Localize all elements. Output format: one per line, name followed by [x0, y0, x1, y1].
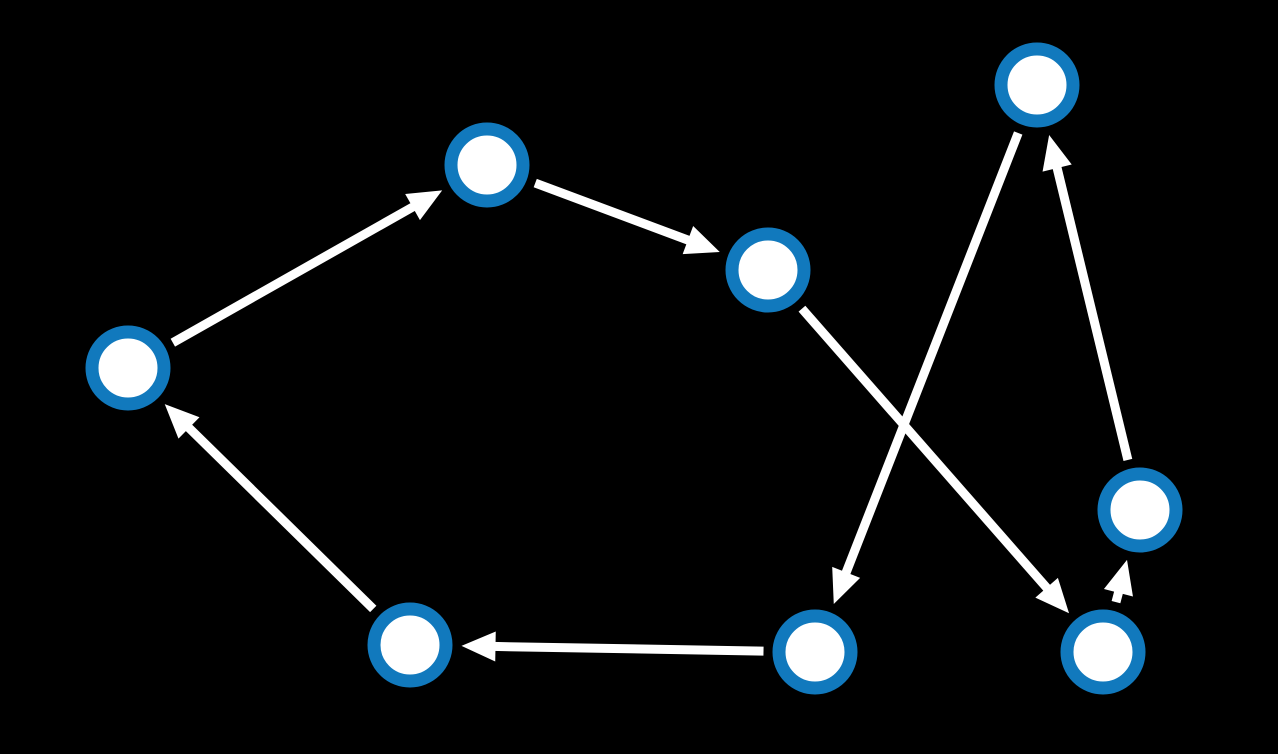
- edge-top-left-to-top-middle-arrowhead-icon: [682, 226, 720, 255]
- edge-bottom-middle-to-bottom-left-arrowhead-icon: [461, 631, 496, 662]
- edge-bottom-left-to-left: [183, 422, 377, 613]
- node-right[interactable]: [1097, 467, 1183, 553]
- edge-layer: [164, 131, 1133, 662]
- node-top-middle[interactable]: [725, 227, 811, 313]
- node-top-left[interactable]: [444, 122, 530, 208]
- edge-left-to-top-left-arrowhead-icon: [405, 190, 443, 221]
- edge-bottom-right-to-right-arrowhead-icon: [1103, 559, 1133, 597]
- node-bottom-right[interactable]: [1060, 609, 1146, 695]
- edge-top-middle-to-bottom-right: [798, 305, 1052, 593]
- edge-top-right-to-bottom-middle-arrowhead-icon: [832, 566, 861, 605]
- edge-bottom-left-to-left-arrowhead-icon: [164, 404, 200, 439]
- node-bottom-middle[interactable]: [772, 609, 858, 695]
- node-bottom-left[interactable]: [367, 602, 453, 688]
- edge-bottom-middle-to-bottom-left: [492, 641, 764, 656]
- edge-right-to-top-right-arrowhead-icon: [1042, 135, 1072, 172]
- node-top-right[interactable]: [994, 42, 1080, 128]
- node-left[interactable]: [85, 325, 171, 411]
- edge-top-left-to-top-middle: [533, 178, 693, 246]
- edge-top-right-to-bottom-middle: [840, 131, 1023, 577]
- edge-left-to-top-left: [170, 201, 418, 347]
- edge-top-middle-to-bottom-right-arrowhead-icon: [1035, 577, 1070, 614]
- edge-right-to-top-right: [1052, 164, 1133, 462]
- node-layer: [85, 42, 1183, 695]
